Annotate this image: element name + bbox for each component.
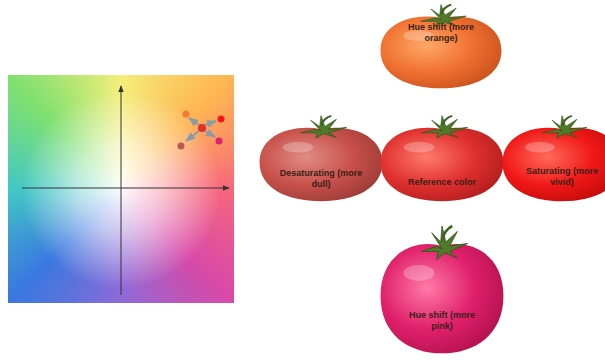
- tomato-label: Hue shift (more orange): [399, 22, 483, 44]
- tomato-shape: [378, 113, 506, 203]
- tomato-label-box: Hue shift (more pink): [378, 310, 506, 333]
- horizontal-axis: [22, 188, 229, 189]
- tomato-node: Saturating (more vivid): [500, 113, 605, 203]
- tomato-shape: [378, 222, 506, 356]
- tomato-label: Reference color: [408, 177, 476, 188]
- tomato-node: Desaturating (more dull): [257, 113, 385, 203]
- tomato-shape: [500, 113, 605, 203]
- color-dots: [178, 111, 225, 150]
- tomato-shape: [257, 113, 385, 203]
- tomato-shape: [378, 2, 504, 90]
- shift-arrows: [186, 118, 216, 141]
- tomato-label-box: Hue shift (more orange): [378, 22, 504, 45]
- tomato-node: Hue shift (more orange): [378, 2, 504, 90]
- tomato-label-box: Reference color: [378, 171, 506, 189]
- tomato-node: Hue shift (more pink): [378, 222, 506, 356]
- tomato-label-box: Saturating (more vivid): [500, 166, 605, 189]
- vertical-axis: [121, 86, 122, 295]
- tomato-label: Hue shift (more pink): [400, 310, 484, 332]
- tomato-label: Saturating (more vivid): [520, 166, 604, 188]
- tomato-label: Desaturating (more dull): [279, 168, 363, 190]
- tomato-label-box: Desaturating (more dull): [257, 168, 385, 191]
- tomato-node: Reference color: [378, 113, 506, 203]
